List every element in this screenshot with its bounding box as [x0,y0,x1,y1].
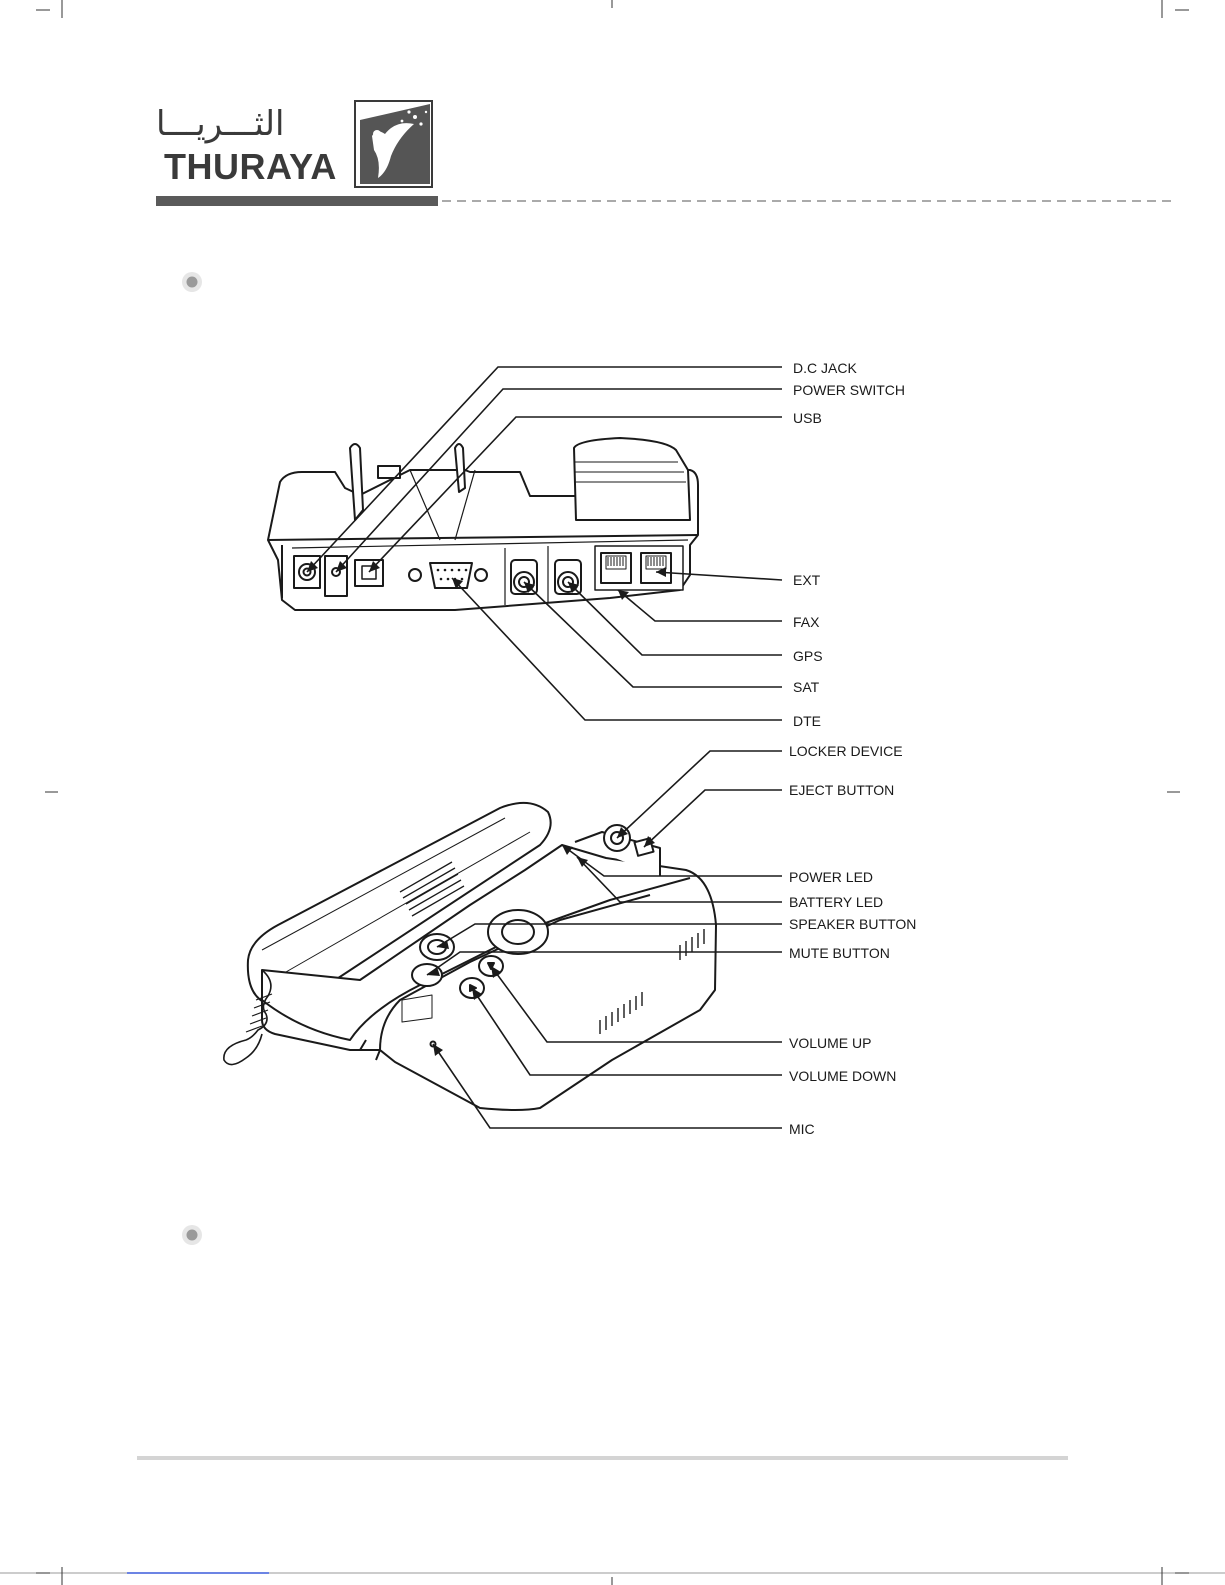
callout-volume-up: VOLUME UP [789,1035,871,1051]
circle-bullet-icon [182,1225,202,1245]
rear-view-illustration [268,438,698,610]
callout-gps: GPS [793,648,823,664]
callout-ext: EXT [793,572,820,588]
logo-wordmark: THURAYA [164,146,337,188]
logo-box [355,101,432,187]
callout-eject-button: EJECT BUTTON [789,782,894,798]
callout-mute-button: MUTE BUTTON [789,945,890,961]
callout-volume-down: VOLUME DOWN [789,1068,896,1084]
header-bar [156,196,438,206]
callout-power-led: POWER LED [789,869,873,885]
callout-mic: MIC [789,1121,815,1137]
callout-speaker-button: SPEAKER BUTTON [789,916,916,932]
callout-locker-device: LOCKER DEVICE [789,743,903,759]
callout-fax: FAX [793,614,819,630]
logo-arabic-text: الثـــريـــا [156,104,284,144]
callout-battery-led: BATTERY LED [789,894,883,910]
footer-rule [137,1456,1068,1460]
callout-dc-jack: D.C JACK [793,360,857,376]
callout-power-switch: POWER SWITCH [793,382,905,398]
front-view-illustration [224,803,716,1110]
callout-usb: USB [793,410,822,426]
callout-sat: SAT [793,679,819,695]
circle-bullet-icon [182,272,202,292]
callout-dte: DTE [793,713,821,729]
